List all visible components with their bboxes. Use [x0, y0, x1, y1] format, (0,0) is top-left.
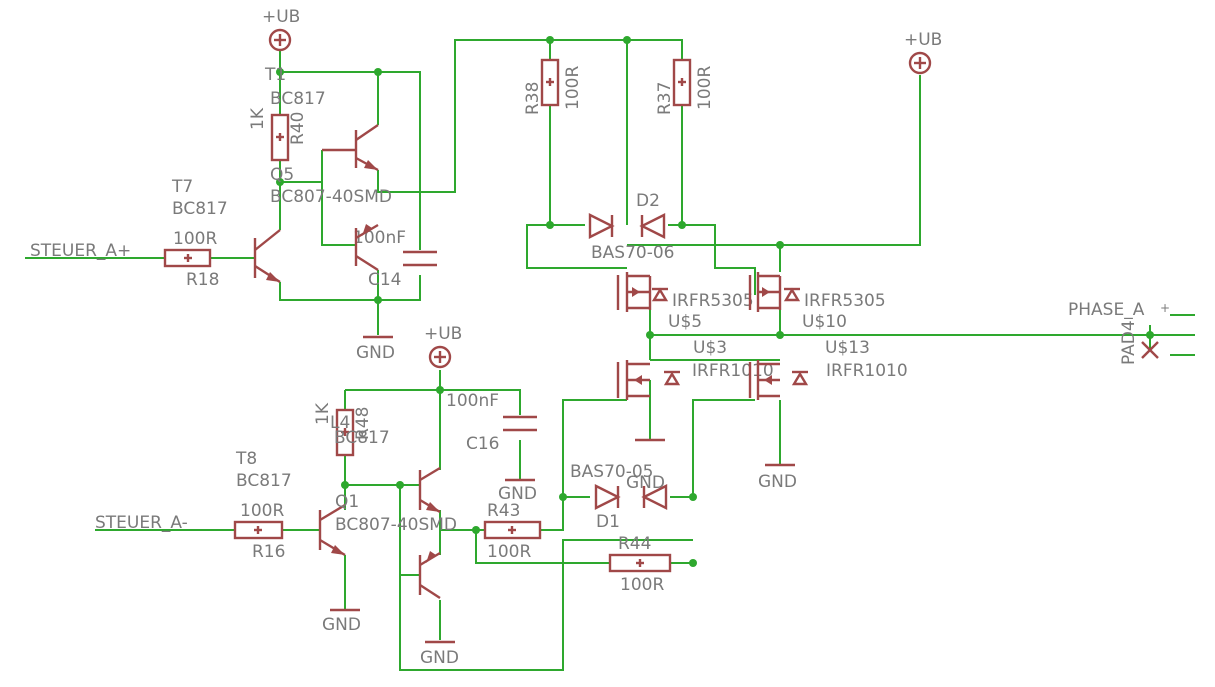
supply-label: +UB [262, 7, 300, 27]
mosfet-u3: U$3 IRFR1010 [616, 338, 774, 400]
resistor-r43: R43 100R [483, 501, 542, 562]
transistor-q1-top [418, 466, 441, 514]
pad-name-label: PAD4 [1119, 320, 1139, 365]
resistor-r48: 1K R48 [313, 402, 373, 457]
gnd-label: GND [758, 472, 797, 492]
transistor-name: L4 [330, 413, 350, 433]
resistor-name: R38 [523, 82, 543, 115]
capacitor-name: C14 [368, 270, 402, 290]
transistor-name: T1 [264, 65, 286, 85]
transistor-q1-bottom: Q1 BC807-40SMD [335, 492, 457, 600]
resistor-value: 100R [563, 66, 583, 110]
gnd-label: GND [498, 484, 537, 504]
capacitor-c16: 100nF C16 [446, 391, 537, 454]
resistor-r38: R38 100R [523, 58, 583, 115]
resistor-name: R37 [655, 82, 675, 115]
transistor-value: BC817 [334, 428, 390, 448]
transistor-t7: T7 BC817 [171, 177, 281, 284]
diode-value: BAS70-06 [591, 243, 674, 263]
transistor-name: T7 [171, 177, 193, 197]
junctions [276, 36, 1154, 567]
mosfet-name: U$3 [693, 338, 727, 358]
diode-d1: BAS70-05 D1 [570, 462, 668, 532]
net-steuer-a-plus: STEUER_A+ [30, 241, 131, 261]
net-steuer-a-minus: STEUER_A- [95, 513, 188, 533]
wires [25, 39, 1195, 671]
transistor-value: BC817 [236, 471, 292, 491]
gnd-label: GND [420, 648, 459, 668]
resistor-name: R48 [353, 407, 373, 440]
resistor-name: R18 [186, 270, 219, 290]
resistor-name: R16 [252, 542, 285, 562]
transistor-name: Q1 [335, 492, 359, 512]
transistor-value: BC817 [270, 89, 326, 109]
resistor-name: R40 [288, 112, 308, 145]
supply-ub-lower: +UB [424, 324, 462, 369]
transistor-t8: T8 BC817 [235, 449, 346, 557]
supply-label: +UB [904, 30, 942, 50]
mosfet-u13: U$13 IRFR1010 [748, 338, 908, 400]
resistor-name: R44 [618, 534, 651, 554]
mosfet-value: IRFR5305 [672, 291, 754, 311]
diode-d2: D2 BAS70-06 [588, 191, 674, 263]
mosfet-value: IRFR1010 [692, 361, 774, 381]
gnd-label: GND [322, 615, 361, 635]
capacitor-name: C16 [466, 434, 500, 454]
transistor-q5-top [322, 124, 379, 172]
mosfet-value: IRFR5305 [804, 291, 886, 311]
resistor-value: 100R [695, 66, 715, 110]
diode-value: BAS70-05 [570, 462, 653, 482]
transistor-l4: L4 BC817 [330, 413, 390, 448]
net-phase-a: PHASE_A [1068, 300, 1145, 320]
resistor-name: R43 [487, 501, 520, 521]
transistor-value: BC817 [172, 199, 228, 219]
diode-name: D2 [636, 191, 660, 211]
transistor-t1: T1 BC817 [264, 65, 326, 109]
resistor-r44: R44 100R [608, 534, 672, 595]
mosfet-name: U$5 [668, 312, 702, 332]
supply-ub-right: +UB [904, 30, 942, 75]
mosfet-name: U$10 [802, 312, 847, 332]
diode-name: D1 [596, 512, 620, 532]
resistor-value: 1K [313, 402, 333, 425]
resistor-value: 100R [173, 229, 217, 249]
transistor-q5-bottom: Q5 BC807-40SMD [270, 165, 392, 272]
gnd-label: GND [356, 343, 395, 363]
capacitor-value: 100nF [353, 228, 406, 248]
resistor-value: 100R [620, 575, 664, 595]
capacitor-value: 100nF [446, 391, 499, 411]
supply-label: +UB [424, 324, 462, 344]
mosfet-name: U$13 [825, 338, 870, 358]
transistor-value: BC807-40SMD [270, 187, 392, 207]
transistor-name: T8 [235, 449, 257, 469]
resistor-r37: R37 100R [655, 58, 715, 115]
gnd-label: GND [626, 473, 665, 493]
mosfet-u10: IRFR5305 U$10 [748, 272, 886, 332]
resistor-r16: 100R R16 [233, 501, 285, 562]
transistor-name: Q5 [270, 165, 294, 185]
supply-ub-top: +UB [262, 7, 300, 52]
resistor-r40: 1K R40 [248, 107, 308, 162]
resistor-r18: 100R R18 [163, 229, 219, 290]
pad4: + PAD4 [1119, 301, 1170, 365]
pad-pin-label: + [1160, 301, 1170, 315]
resistor-value: 100R [487, 542, 531, 562]
resistor-value: 100R [240, 501, 284, 521]
capacitor-c14: 100nF C14 [353, 228, 437, 290]
mosfet-value: IRFR1010 [826, 361, 908, 381]
resistor-value: 1K [248, 107, 268, 130]
transistor-value: BC807-40SMD [335, 515, 457, 535]
gnd-symbols: GND GND GND GND GND GND [322, 335, 797, 668]
mosfet-u5: IRFR5305 U$5 [616, 272, 754, 332]
